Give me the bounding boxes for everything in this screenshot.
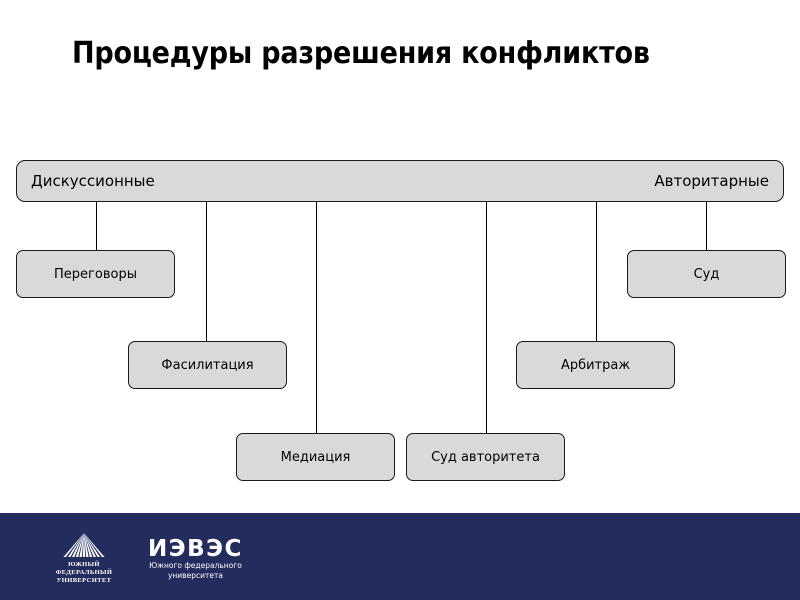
connector-line-mediatsiya [316, 201, 317, 433]
node-mediatsiya[interactable]: Медиация [236, 433, 395, 481]
ievs-acronym: ИЭВЭС [148, 536, 243, 562]
connector-line-arbitrazh [596, 201, 597, 341]
node-arbitrazh[interactable]: Арбитраж [516, 341, 675, 389]
connector-line-peregovory [96, 201, 97, 251]
conflict-resolution-diagram: Дискуссионные Авторитарные Переговоры Фа… [16, 160, 786, 481]
ievs-subtitle-line-1: Южного федерального [149, 561, 242, 570]
node-label: Суд авторитета [431, 449, 540, 465]
sfu-line-3: УНИВЕРСИТЕТ [56, 577, 112, 584]
sfu-logo: ЮЖНЫЙ ФЕДЕРАЛЬНЫЙ УНИВЕРСИТЕТ [38, 533, 130, 585]
node-sud-avtoriteta[interactable]: Суд авторитета [406, 433, 565, 481]
node-label: Фасилитация [161, 357, 254, 373]
node-sud[interactable]: Суд [627, 250, 786, 298]
node-fasilitatsiya[interactable]: Фасилитация [128, 341, 287, 389]
node-label: Арбитраж [560, 357, 631, 373]
node-label: Переговоры [54, 266, 137, 282]
connector-line-sud [706, 201, 707, 251]
sfu-sunburst-icon [58, 533, 110, 559]
sfu-line-1: ЮЖНЫЙ [68, 561, 100, 568]
connector-line-sud-avtoriteta [486, 201, 487, 433]
node-peregovory[interactable]: Переговоры [16, 250, 175, 298]
ievs-logo: ИЭВЭС Южного федерального университета [148, 533, 243, 581]
node-label: Медиация [280, 449, 351, 465]
ievs-subtitle-line-2: университета [167, 571, 223, 580]
connector-line-fasilitatsiya [206, 201, 207, 341]
sfu-wordmark: ЮЖНЫЙ ФЕДЕРАЛЬНЫЙ УНИВЕРСИТЕТ [56, 561, 113, 585]
node-label: Суд [693, 266, 720, 282]
ievs-subtitle: Южного федерального университета [149, 561, 242, 581]
footer-bar: ЮЖНЫЙ ФЕДЕРАЛЬНЫЙ УНИВЕРСИТЕТ ИЭВЭС Южно… [0, 513, 800, 600]
band-label-discussion: Дискуссионные [31, 172, 155, 190]
sfu-line-2: ФЕДЕРАЛЬНЫЙ [55, 569, 113, 576]
page-title: Процедуры разрешения конфликтов [72, 36, 650, 71]
band-label-authoritarian: Авторитарные [654, 172, 769, 190]
footer-logos: ЮЖНЫЙ ФЕДЕРАЛЬНЫЙ УНИВЕРСИТЕТ ИЭВЭС Южно… [38, 533, 243, 585]
category-band[interactable]: Дискуссионные Авторитарные [16, 160, 784, 202]
